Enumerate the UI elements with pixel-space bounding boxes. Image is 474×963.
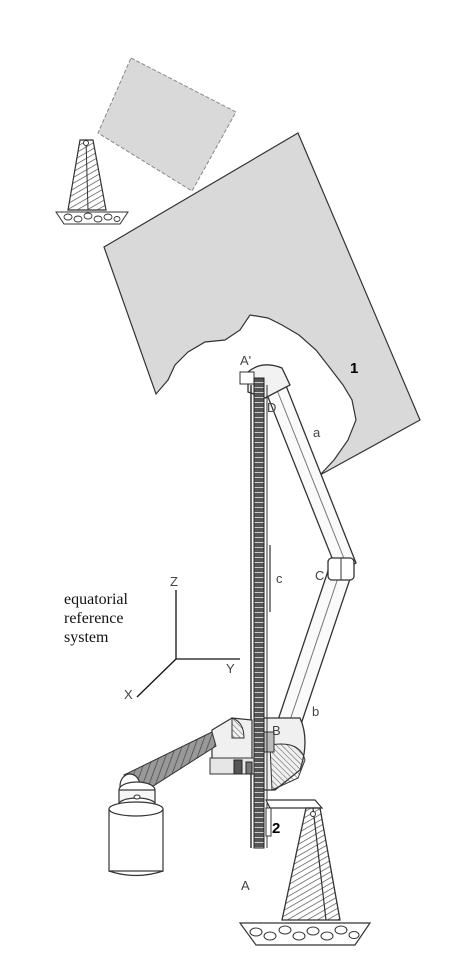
point-a-label: A — [241, 878, 250, 893]
counterweight — [108, 781, 164, 877]
mirror-small-label: 2 — [272, 820, 280, 837]
reference-system: equatorial reference system Z Y X — [64, 574, 240, 702]
arm-b-label: b — [312, 704, 319, 719]
ref-line-1: equatorial — [64, 591, 129, 608]
hub-b — [261, 717, 306, 791]
mirror-main-label: 1 — [350, 360, 358, 377]
small-mirror-bracket — [265, 799, 324, 837]
axis-y-label: Y — [226, 661, 235, 676]
main-mirror — [103, 132, 421, 476]
axis-z-label: Z — [170, 574, 178, 589]
small-distant-pillar — [55, 139, 129, 225]
ref-line-3: system — [64, 629, 109, 646]
ref-line-2: reference — [64, 610, 124, 627]
point-c-label: C — [315, 568, 324, 583]
arm-a-label: a — [313, 425, 321, 440]
small-distant-mirror — [97, 57, 237, 192]
point-a-prime-label: A' — [240, 353, 251, 368]
gear-bracket — [209, 717, 255, 775]
arm-c-label: c — [276, 571, 283, 586]
x-axis — [136, 658, 177, 698]
axis-x-label: X — [124, 687, 133, 702]
point-b-label: B — [272, 723, 281, 738]
main-pillar — [238, 807, 372, 946]
joint-c — [327, 557, 355, 581]
point-d-label: D — [267, 400, 276, 415]
